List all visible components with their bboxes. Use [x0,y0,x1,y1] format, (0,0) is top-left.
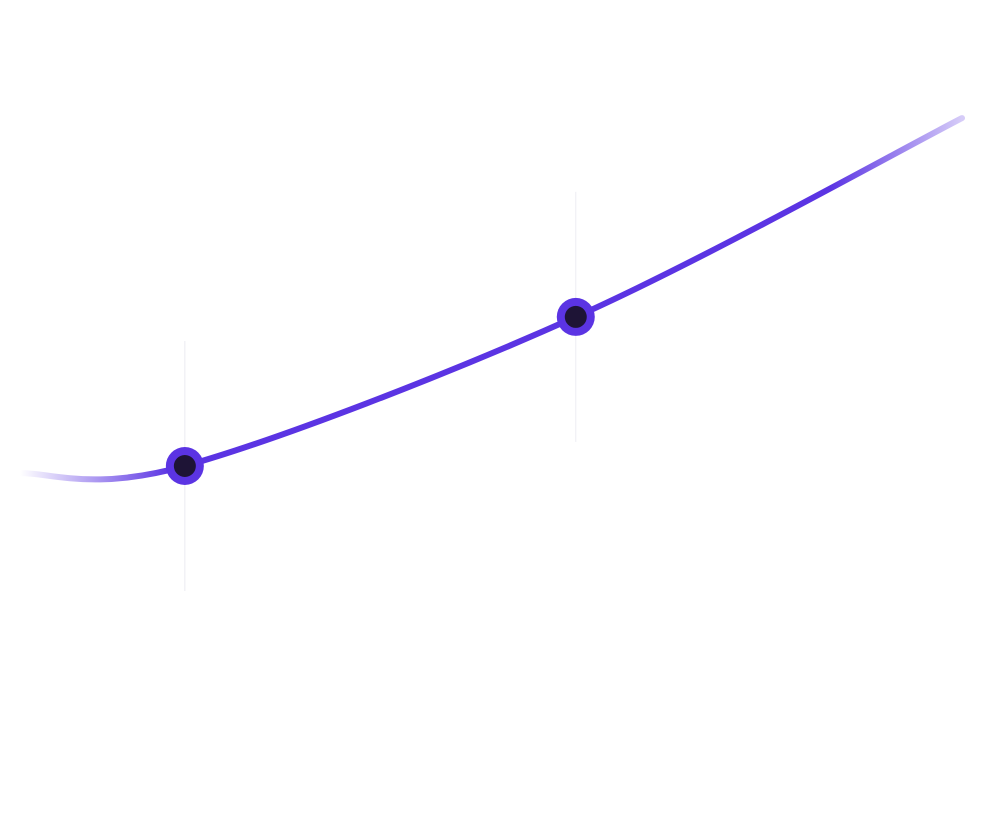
guide-lines [184,191,577,591]
highlight-points [165,297,595,485]
data-point-core [564,305,587,328]
data-point-1[interactable] [165,447,204,485]
data-point-2[interactable] [556,297,595,336]
series-line [17,115,965,483]
data-point-core [173,455,196,477]
series-layer [17,115,965,483]
